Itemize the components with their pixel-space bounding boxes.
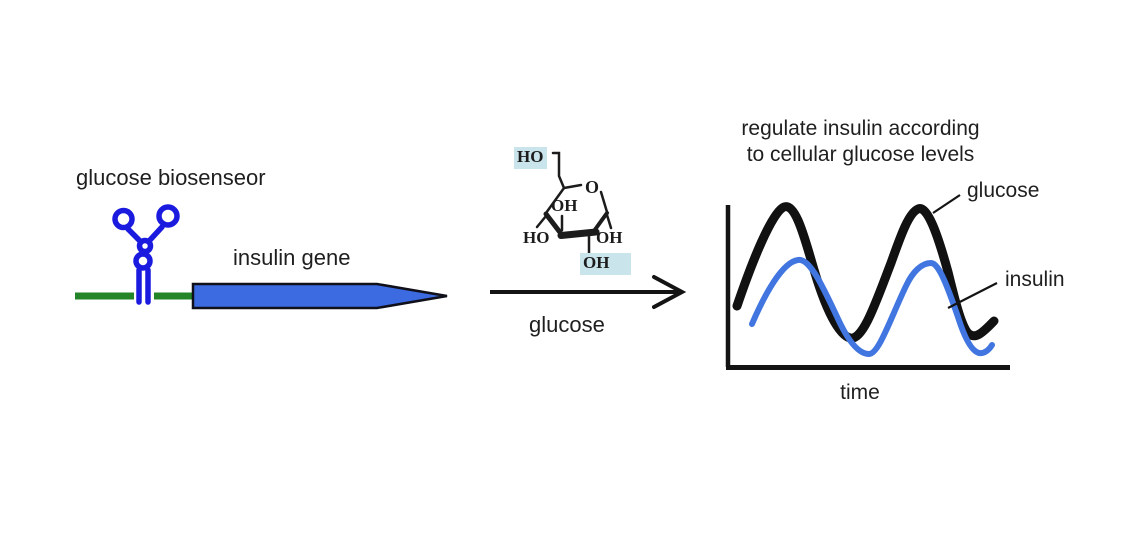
time-axis-label: time bbox=[840, 381, 880, 404]
ring-bond-bottom-left bbox=[543, 211, 565, 238]
insulin-pointer-line bbox=[947, 282, 998, 309]
aptamer-left-arm bbox=[125, 226, 144, 245]
reaction-arrow-head bbox=[652, 275, 687, 309]
biosensor-label: glucose biosenseor bbox=[76, 165, 266, 190]
ring-bond-left bbox=[544, 186, 566, 215]
oh-bottom-label: OH bbox=[580, 253, 631, 275]
ch2oh-bond bbox=[551, 151, 566, 190]
oh-inner-label: OH bbox=[551, 196, 578, 215]
aptamer-structure bbox=[112, 204, 180, 305]
glucose-curve-label: glucose bbox=[967, 179, 1040, 202]
glucose-pointer-line bbox=[932, 194, 961, 214]
graph-title-line2: to cellular glucose levels bbox=[746, 143, 975, 166]
ring-bond-bottom-bold bbox=[557, 228, 600, 239]
aptamer-right-loop bbox=[156, 204, 180, 228]
ring-bond-o-right bbox=[599, 190, 609, 214]
insulin-curve-label: insulin bbox=[1005, 268, 1065, 291]
aptamer-lower-bulge bbox=[133, 251, 153, 271]
ho-left-label: HO bbox=[523, 228, 550, 247]
ho-left-bond bbox=[535, 214, 548, 229]
ring-bond-right bbox=[592, 211, 609, 233]
ho-top-label: HO bbox=[514, 147, 548, 169]
insulin-curve bbox=[749, 257, 995, 358]
insulin-gene-label: insulin gene bbox=[233, 245, 351, 270]
reaction-arrow bbox=[490, 275, 687, 309]
ring-oxygen-label: O bbox=[585, 177, 600, 197]
oh-right-label: OH bbox=[596, 228, 623, 247]
oh-right-bond bbox=[605, 213, 613, 230]
graph-title-line1: regulate insulin according bbox=[741, 117, 980, 140]
aptamer-right-arm bbox=[147, 224, 165, 243]
glucose-molecule-bonds bbox=[535, 151, 613, 256]
ring-bond-top bbox=[562, 183, 583, 190]
aptamer-left-loop bbox=[112, 207, 135, 231]
aptamer-upper-bulge bbox=[136, 237, 154, 255]
insulin-gene-arrow bbox=[191, 282, 448, 310]
reaction-arrow-label: glucose bbox=[529, 312, 605, 337]
